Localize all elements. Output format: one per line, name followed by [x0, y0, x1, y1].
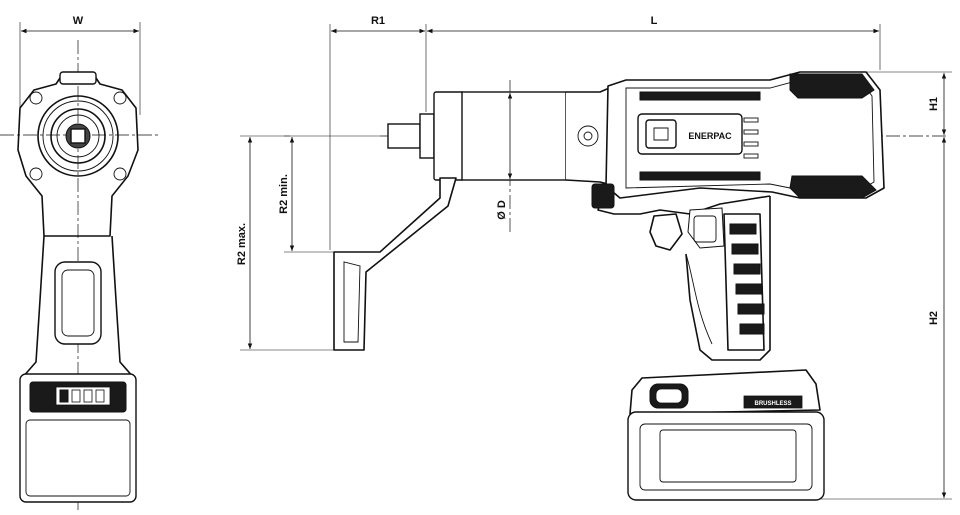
front-view: W	[0, 15, 160, 510]
dim-label-diameter: Ø D	[496, 200, 508, 220]
dim-label-r1: R1	[371, 15, 385, 27]
side-view: ENERPAC BRUSHLESS	[236, 15, 952, 501]
dim-label-l: L	[651, 15, 658, 27]
dim-label-r2-min: R2 min.	[278, 174, 290, 214]
dim-label-r2-max: R2 max.	[236, 223, 248, 265]
dim-label-h2: H2	[928, 311, 940, 325]
dim-label-h1: H1	[928, 97, 940, 111]
battery-badge-text: BRUSHLESS	[754, 401, 791, 407]
dim-label-w: W	[73, 15, 84, 27]
brand-logo-text: ENERPAC	[688, 131, 732, 141]
